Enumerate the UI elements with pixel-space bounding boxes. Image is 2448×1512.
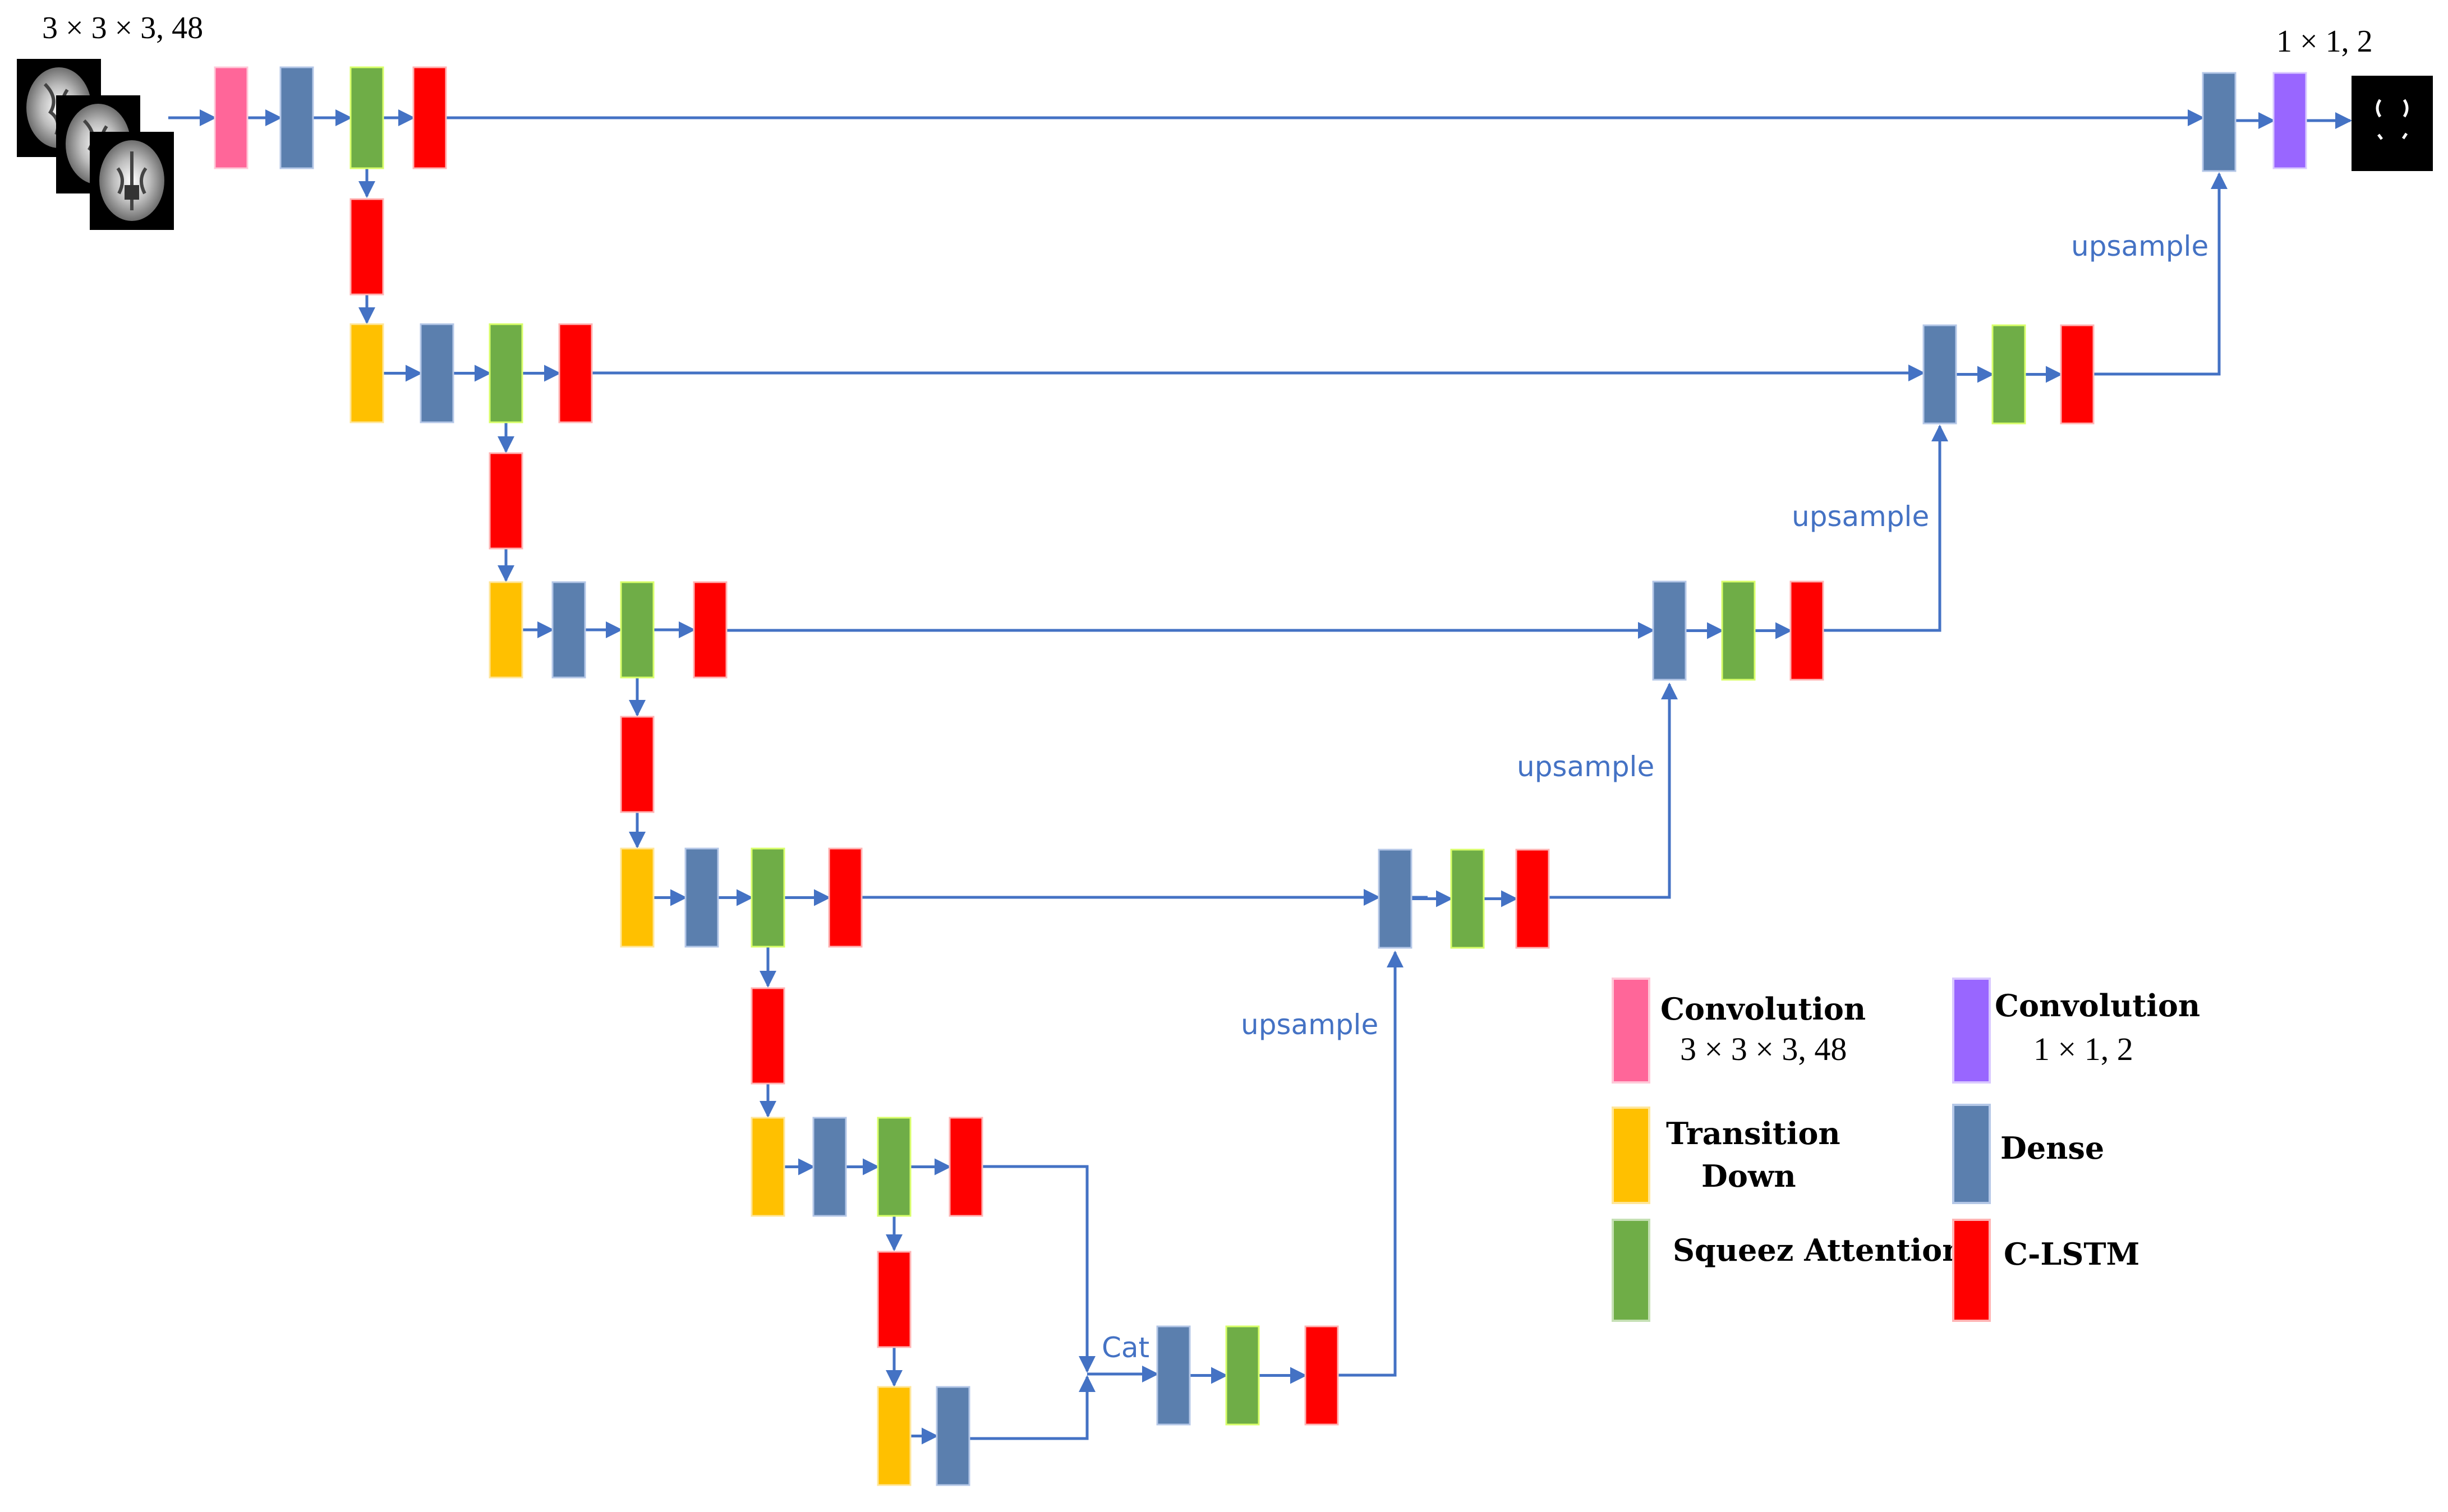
- flow-arrow: [982, 1165, 1096, 1373]
- dense-block: [1156, 1325, 1191, 1426]
- upsample-label-4: upsample: [2071, 230, 2208, 262]
- legend-convolution-3-title: Convolution: [1660, 991, 1866, 1027]
- squeeze-attention-block: [751, 847, 785, 948]
- clstm-block: [877, 1251, 912, 1348]
- dense-block: [551, 581, 586, 679]
- dense-block: [812, 1117, 847, 1217]
- upsample-label-3: upsample: [1792, 500, 1929, 533]
- conv3x3-block: [214, 66, 249, 169]
- legend-transition-down-line1: Transition: [1666, 1115, 1840, 1151]
- flow-arrow: [1338, 951, 1404, 1377]
- flow-arrow: [1549, 683, 1678, 899]
- legend-convolution-1-dims: 1 × 1, 2: [2033, 1031, 2133, 1067]
- legend-swatch-convolution-3: [1612, 978, 1650, 1084]
- squeeze-attention-block: [349, 66, 384, 169]
- clstm-block: [489, 452, 523, 550]
- legend-swatch-transition-down: [1612, 1107, 1650, 1204]
- legend-dense-title: Dense: [2000, 1130, 2104, 1166]
- upsample-label-1: upsample: [1241, 1008, 1378, 1041]
- legend-squeeze-attention-title: Squeez Attention: [1673, 1232, 1964, 1268]
- legend-convolution-3-dims: 3 × 3 × 3, 48: [1680, 1031, 1847, 1067]
- dense-block: [279, 66, 314, 169]
- cat-label: Cat: [1102, 1331, 1149, 1364]
- input-dims-label: 3 × 3 × 3, 48: [42, 11, 203, 45]
- legend-swatch-convolution-1: [1952, 978, 1991, 1084]
- squeeze-attention-block: [489, 323, 523, 423]
- clstm-block: [620, 716, 655, 813]
- dense-block: [684, 847, 719, 948]
- flow-arrow: [2093, 172, 2228, 376]
- legend-swatch-clstm: [1952, 1219, 1991, 1322]
- legend: Convolution 3 × 3 × 3, 48 Transition Dow…: [1612, 978, 2200, 1322]
- dense-block: [936, 1386, 970, 1486]
- clstm-block: [349, 198, 384, 296]
- output-segmentation-image: [2352, 76, 2433, 171]
- brain-mri-icon: [90, 132, 174, 230]
- transition-down-block: [349, 323, 384, 423]
- transition-down-block: [489, 581, 523, 679]
- squeeze-attention-block: [1721, 580, 1756, 681]
- dense-block: [1922, 324, 1957, 425]
- transition-down-block: [877, 1386, 912, 1486]
- dense-block: [1378, 849, 1412, 949]
- flow-arrow: [1823, 425, 1948, 632]
- squeeze-attention-block: [877, 1117, 912, 1217]
- flow-arrow: [969, 1375, 1096, 1440]
- squeeze-attention-block: [1991, 324, 2026, 425]
- clstm-block: [828, 847, 863, 948]
- legend-swatch-squeeze-attention: [1612, 1219, 1650, 1322]
- clstm-block: [1789, 580, 1824, 681]
- clstm-block: [1304, 1325, 1339, 1426]
- squeeze-attention-block: [1450, 849, 1485, 949]
- clstm-block: [412, 66, 447, 169]
- clstm-block: [2060, 324, 2095, 425]
- transition-down-block: [620, 847, 655, 948]
- input-image-stack: [17, 59, 174, 230]
- clstm-block: [949, 1117, 983, 1217]
- edges: [168, 109, 2352, 1445]
- squeeze-attention-block: [620, 581, 655, 679]
- legend-convolution-1-title: Convolution: [1995, 988, 2200, 1024]
- dense-block: [420, 323, 454, 423]
- clstm-block: [558, 323, 593, 423]
- dense-block: [1652, 580, 1687, 681]
- clstm-block: [693, 581, 728, 679]
- output-dims-label: 1 × 1, 2: [2276, 24, 2373, 59]
- clstm-block: [751, 987, 785, 1085]
- legend-transition-down-line2: Down: [1701, 1158, 1796, 1194]
- blocks: [214, 66, 2307, 1486]
- transition-down-block: [751, 1117, 785, 1217]
- legend-clstm-title: C-LSTM: [2004, 1236, 2139, 1272]
- clstm-block: [1515, 849, 1550, 949]
- upsample-label-2: upsample: [1517, 750, 1654, 783]
- squeeze-attention-block: [1225, 1325, 1260, 1426]
- dense-block: [2202, 72, 2237, 172]
- legend-swatch-dense: [1952, 1104, 1991, 1204]
- conv1x1-block: [2272, 72, 2307, 169]
